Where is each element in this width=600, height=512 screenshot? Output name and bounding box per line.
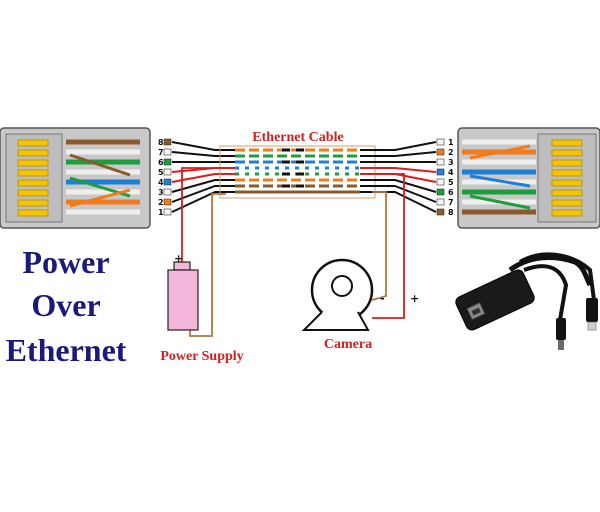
right-pin-numbers: 1 2 3 4 5 6 7 8 (448, 138, 454, 217)
left-pin-tabs (163, 138, 172, 216)
rj45-plug (586, 298, 598, 331)
power-supply-battery: + (167, 252, 199, 331)
right-pin-number: 8 (448, 208, 454, 217)
right-pin-number: 2 (448, 148, 454, 157)
left-pin-number: 8 (158, 138, 164, 147)
title-line-1: Power (22, 244, 109, 280)
left-contacts (17, 139, 49, 217)
left-pin-number: 1 (158, 208, 164, 217)
camera-label: Camera (324, 337, 372, 352)
right-pin-number: 3 (448, 158, 454, 167)
dc-barrel-plug (556, 318, 566, 350)
title-line-2: Over (31, 287, 100, 323)
left-pin-number: 5 (158, 168, 164, 177)
left-pin-number: 2 (158, 198, 164, 207)
supply-plus-sign: + (174, 252, 183, 265)
camera-wiring (371, 173, 405, 319)
left-rj45-connector: 8 7 6 5 4 3 2 1 (0, 127, 172, 229)
ethernet-cable-label: Ethernet Cable (252, 130, 343, 145)
left-pin-number: 7 (158, 148, 164, 157)
right-pin-number: 6 (448, 188, 454, 197)
poe-injector-image (455, 252, 598, 350)
right-contacts (551, 139, 583, 217)
left-pin-number: 3 (158, 188, 164, 197)
right-pin-number: 7 (448, 198, 454, 207)
camera-minus-sign: - (380, 292, 385, 305)
left-pin-numbers: 8 7 6 5 4 3 2 1 (158, 138, 164, 217)
right-pin-tabs (436, 138, 445, 216)
left-pin-number: 6 (158, 158, 164, 167)
page-title: Power Over Ethernet (6, 244, 127, 368)
right-pin-number: 5 (448, 178, 454, 187)
right-rj45-connector: 1 2 3 4 5 6 7 8 (436, 127, 600, 229)
camera-plus-sign: + (410, 292, 419, 305)
left-pin-number: 4 (158, 178, 164, 187)
right-internal-wires (462, 139, 536, 215)
camera-icon: - + (301, 258, 419, 331)
power-supply-label: Power Supply (160, 349, 243, 364)
ethernet-cable-bundle (171, 141, 437, 213)
left-internal-wires (66, 139, 140, 215)
right-pin-number: 4 (448, 168, 454, 177)
right-pin-number: 1 (448, 138, 454, 147)
power-supply-wiring (181, 167, 226, 337)
title-line-3: Ethernet (6, 332, 127, 368)
